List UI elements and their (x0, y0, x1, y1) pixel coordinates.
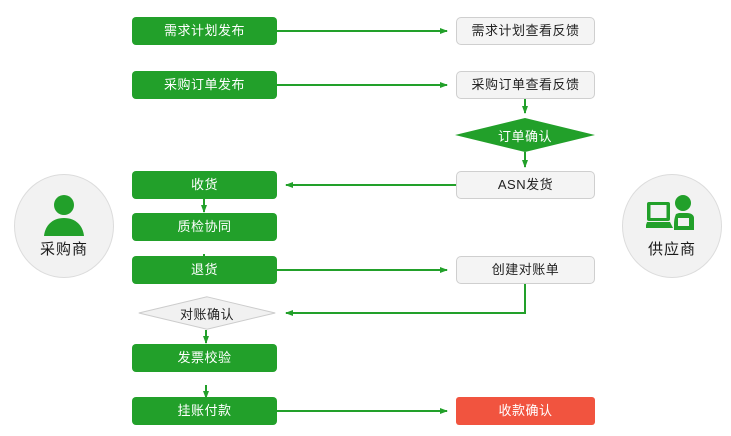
node-demand-plan-publish[interactable]: 需求计划发布 (132, 17, 277, 45)
actor-supplier-label: 供应商 (647, 240, 696, 258)
node-asn-shipment[interactable]: ASN发货 (456, 171, 595, 199)
node-pending-payment[interactable]: 挂账付款 (132, 397, 277, 425)
node-reconcile-confirm[interactable]: 对账确认 (138, 296, 276, 330)
node-demand-plan-feedback[interactable]: 需求计划查看反馈 (456, 17, 595, 45)
node-quality-collab[interactable]: 质检协同 (132, 213, 277, 241)
node-create-statement[interactable]: 创建对账单 (456, 256, 595, 284)
node-demand-plan-publish-label: 需求计划发布 (163, 22, 245, 38)
node-receive-goods-label: 收货 (190, 176, 218, 192)
edge-create-statement-to-reconcile-confirm (285, 284, 526, 316)
diamond-shape-white (138, 296, 276, 330)
node-purchase-order-publish[interactable]: 采购订单发布 (132, 71, 277, 99)
node-pending-payment-label: 挂账付款 (177, 402, 232, 418)
node-order-confirm[interactable]: 订单确认 (455, 118, 595, 152)
node-purchase-order-publish-label: 采购订单发布 (163, 76, 245, 92)
diamond-shape-green (455, 118, 595, 152)
node-invoice-verify[interactable]: 发票校验 (132, 344, 277, 372)
node-purchase-order-feedback[interactable]: 采购订单查看反馈 (456, 71, 595, 99)
node-invoice-verify-label: 发票校验 (177, 349, 232, 365)
node-quality-collab-label: 质检协同 (177, 218, 232, 234)
person-at-computer-icon (645, 194, 698, 236)
node-purchase-order-feedback-label: 采购订单查看反馈 (471, 76, 580, 92)
actor-buyer-label: 采购商 (39, 240, 88, 258)
node-order-confirm-label: 订单确认 (497, 128, 552, 144)
node-reconcile-confirm-label: 对账确认 (179, 306, 234, 322)
node-asn-shipment-label: ASN发货 (497, 176, 554, 192)
node-return-goods[interactable]: 退货 (132, 256, 277, 284)
node-receipt-confirm-label: 收款确认 (498, 402, 553, 418)
node-demand-plan-feedback-label: 需求计划查看反馈 (471, 22, 580, 38)
node-receive-goods[interactable]: 收货 (132, 171, 277, 199)
node-create-statement-label: 创建对账单 (491, 261, 560, 277)
actor-buyer[interactable]: 采购商 (14, 174, 114, 278)
actor-supplier[interactable]: 供应商 (622, 174, 722, 278)
node-receipt-confirm[interactable]: 收款确认 (456, 397, 595, 425)
person-icon (42, 194, 86, 236)
node-return-goods-label: 退货 (190, 261, 218, 277)
